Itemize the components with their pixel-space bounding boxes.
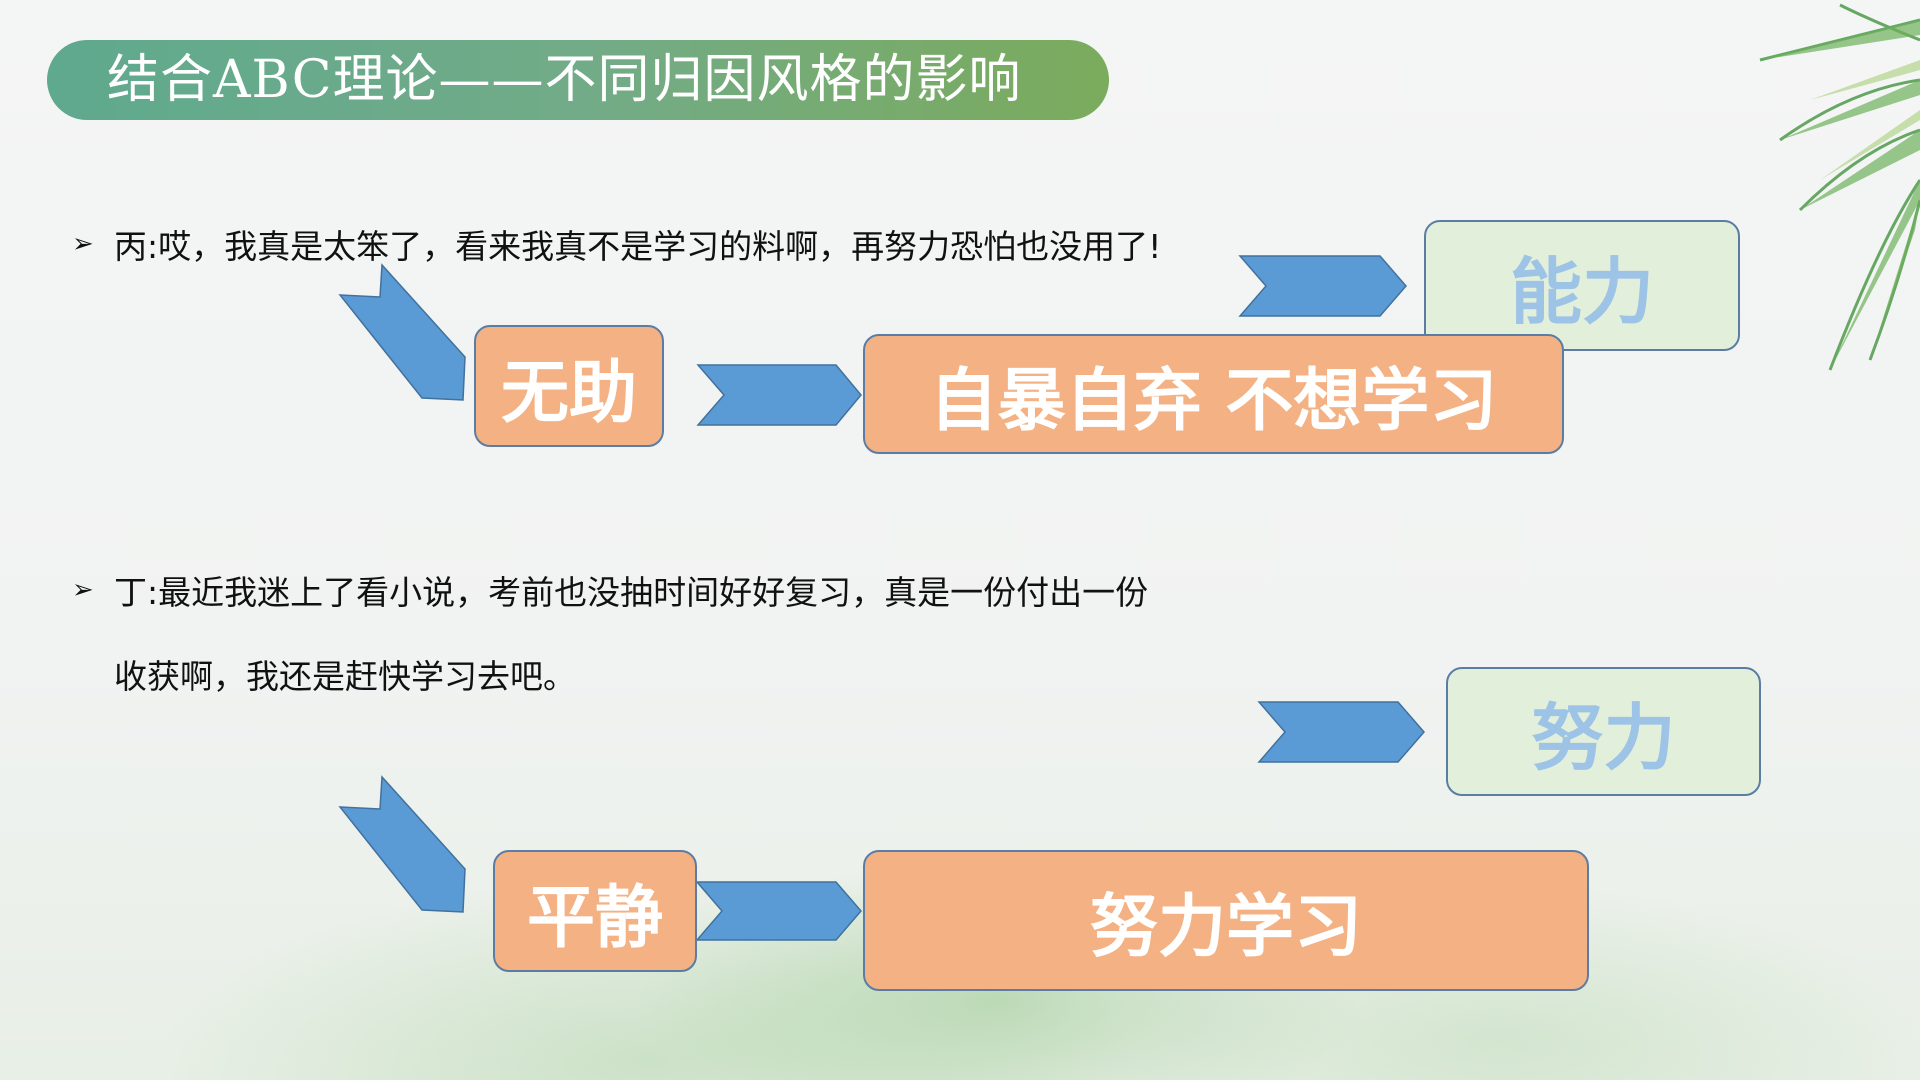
emotion-box-calm: 平静 xyxy=(493,850,697,972)
statement-ding-line2: 收获啊，我还是赶快学习去吧。 xyxy=(114,657,576,696)
arrow-right-1a xyxy=(696,364,862,426)
attribution-label: 能力 xyxy=(1509,250,1654,334)
behavior-box-give-up: 自暴自弃 不想学习 xyxy=(863,334,1564,454)
arrow-right-2a xyxy=(695,881,862,941)
attribution-label: 努力 xyxy=(1531,696,1676,780)
emotion-label: 平静 xyxy=(526,878,663,958)
title-banner: 结合ABC理论——不同归因风格的影响 xyxy=(47,40,1109,120)
palm-leaf-decoration xyxy=(1759,3,1920,371)
diagonal-arrow-1 xyxy=(338,263,466,401)
arrow-right-1b xyxy=(1238,255,1407,317)
statement-ding-line1: 丁:最近我迷上了看小说，考前也没抽时间好好复习，真是一份付出一份 xyxy=(114,573,1149,612)
diagonal-arrow-2 xyxy=(338,775,466,913)
emotion-box-helpless: 无助 xyxy=(474,325,664,447)
behavior-box-study-hard: 努力学习 xyxy=(863,850,1589,991)
page-title: 结合ABC理论——不同归因风格的影响 xyxy=(107,50,1022,110)
bullet-arrow-icon: ➢ xyxy=(72,229,94,259)
attribution-box-ability: 能力 xyxy=(1424,220,1740,351)
bullet-arrow-icon: ➢ xyxy=(72,575,94,605)
arrow-right-2b xyxy=(1257,701,1425,763)
behavior-label: 努力学习 xyxy=(1089,888,1362,967)
attribution-box-effort: 努力 xyxy=(1446,667,1761,796)
emotion-label: 无助 xyxy=(500,353,637,433)
statement-bing: 丙:哎，我真是太笨了，看来我真不是学习的料啊，再努力恐怕也没用了! xyxy=(114,227,1162,266)
behavior-label: 自暴自弃 不想学习 xyxy=(929,361,1498,441)
